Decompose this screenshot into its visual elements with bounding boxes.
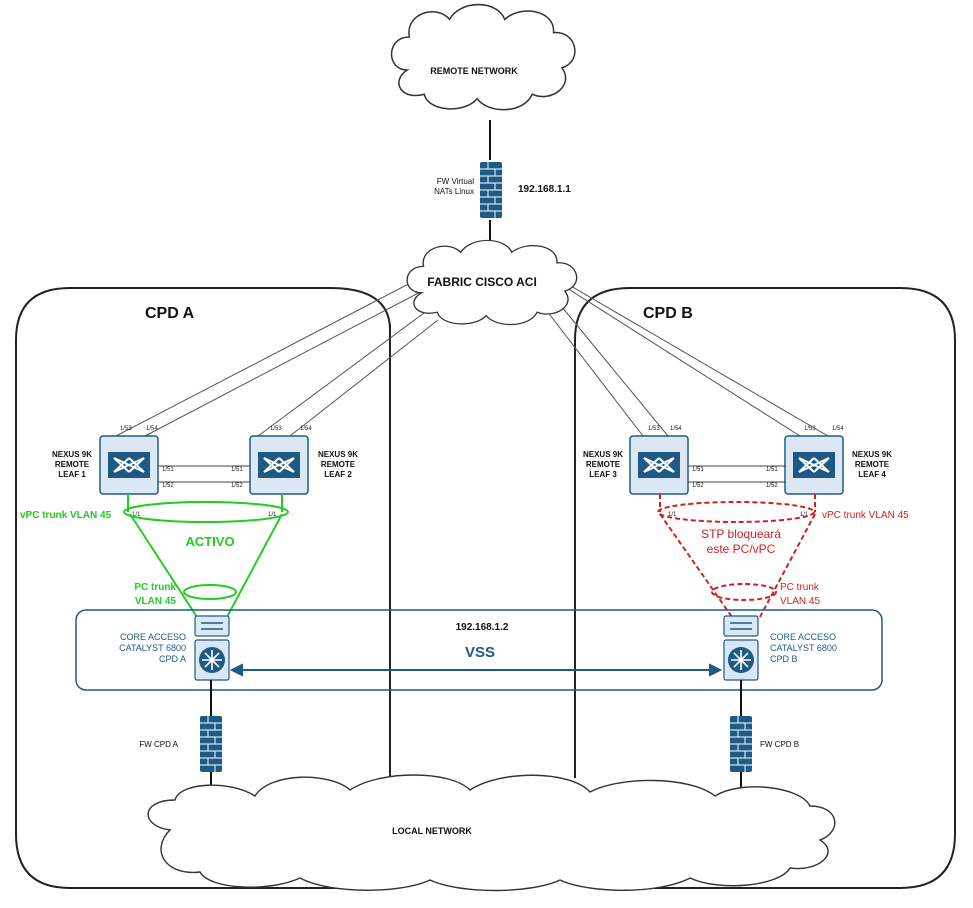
fabric-label: FABRIC CISCO ACI (427, 275, 537, 289)
port-label: 1/53 (120, 426, 132, 432)
leaf-1-label-2: REMOTE (55, 460, 90, 469)
vpc-b-state-1: STP bloqueará (701, 527, 781, 541)
port-label: 1/52 (162, 483, 174, 489)
port-label: 1/52 (692, 483, 704, 489)
port-label: 1/51 (692, 467, 704, 473)
pc-b-label-2: VLAN 45 (780, 596, 820, 607)
leaf-3-label-2: REMOTE (586, 460, 621, 469)
active-vpc (123, 494, 289, 618)
vpc-b-state-2: este PC/vPC (707, 542, 776, 556)
leaf-1-label-1: NEXUS 9K (52, 450, 92, 459)
port-label: 1/1 (668, 512, 677, 518)
cpd-b-title: CPD B (643, 305, 693, 322)
fw-virtual-label: FW Virtual (437, 177, 474, 186)
nexus-switch-icon (249, 435, 309, 495)
leaf-2-label-2: REMOTE (321, 460, 356, 469)
leaf-3-label-1: NEXUS 9K (583, 450, 623, 459)
port-label: 1/53 (804, 426, 816, 432)
leaf-4-label-3: LEAF 4 (858, 470, 886, 479)
pc-a-label-1: PC trunk (134, 582, 176, 593)
nexus-switch-icon (784, 435, 844, 495)
cpd-a-frame (15, 287, 391, 889)
port-label: 1/51 (231, 467, 243, 473)
leaf-4-label-1: NEXUS 9K (852, 450, 892, 459)
fw-b-label: FW CPD B (760, 740, 799, 749)
remote-network-cloud (390, 3, 576, 111)
vpc-b-label: vPC trunk VLAN 45 (822, 510, 909, 521)
fw-a-label: FW CPD A (139, 740, 178, 749)
core-ip-label: 192.168.1.2 (456, 622, 509, 633)
core-a-label-3: CPD A (159, 654, 186, 664)
vss-link (229, 663, 723, 677)
vpc-a-label: vPC trunk VLAN 45 (20, 510, 112, 521)
port-label: 1/1 (800, 512, 809, 518)
port-label: 1/53 (270, 426, 282, 432)
core-b-label-2: CATALYST 6800 (770, 643, 837, 653)
local-network-cloud (147, 774, 836, 892)
port-label: 1/52 (231, 483, 243, 489)
nexus-switch-icon (629, 435, 689, 495)
port-label: 1/54 (832, 426, 844, 432)
port-label: 1/1 (268, 512, 277, 518)
blocked-vpc (657, 494, 816, 618)
core-a-label-1: CORE ACCESO (120, 632, 186, 642)
leaf-2-label-3: LEAF 2 (324, 470, 352, 479)
firewall-icon (729, 715, 753, 773)
port-label: 1/52 (766, 483, 778, 489)
port-label: 1/51 (162, 467, 174, 473)
fw-nats-label: NATs Linux (434, 187, 474, 196)
port-label: 1/53 (648, 426, 660, 432)
fw-ip-label: 192.168.1.1 (518, 184, 571, 195)
leaf-4-label-2: REMOTE (855, 460, 890, 469)
port-label: 1/54 (300, 426, 312, 432)
leaf-3-label-3: LEAF 3 (589, 470, 617, 479)
port-label: 1/51 (766, 467, 778, 473)
catalyst-switch-icon (723, 615, 759, 681)
cpd-a-title: CPD A (145, 305, 195, 322)
leaf-1-label-3: LEAF 1 (58, 470, 86, 479)
core-b-label-1: CORE ACCESO (770, 632, 836, 642)
leaf-2-label-1: NEXUS 9K (318, 450, 358, 459)
port-label: 1/54 (146, 426, 158, 432)
remote-network-label: REMOTE NETWORK (430, 66, 518, 76)
port-label: 1/54 (670, 426, 682, 432)
nexus-switch-icon (99, 435, 159, 495)
local-network-label: LOCAL NETWORK (392, 826, 472, 836)
firewall-icon (199, 715, 223, 773)
vss-label: VSS (465, 644, 495, 661)
core-a-label-2: CATALYST 6800 (119, 643, 186, 653)
port-label: 1/1 (132, 512, 141, 518)
firewall-icon (479, 161, 503, 219)
core-b-label-3: CPD B (770, 654, 798, 664)
peer-links (158, 465, 785, 483)
pc-a-label-2: VLAN 45 (135, 596, 177, 607)
core-container (75, 609, 883, 691)
catalyst-switch-icon (194, 615, 230, 681)
vpc-a-state: ACTIVO (185, 534, 234, 549)
fabric-uplinks (115, 267, 829, 437)
cpd-b-frame (574, 287, 956, 889)
pc-b-label-1: PC trunk (780, 582, 820, 593)
